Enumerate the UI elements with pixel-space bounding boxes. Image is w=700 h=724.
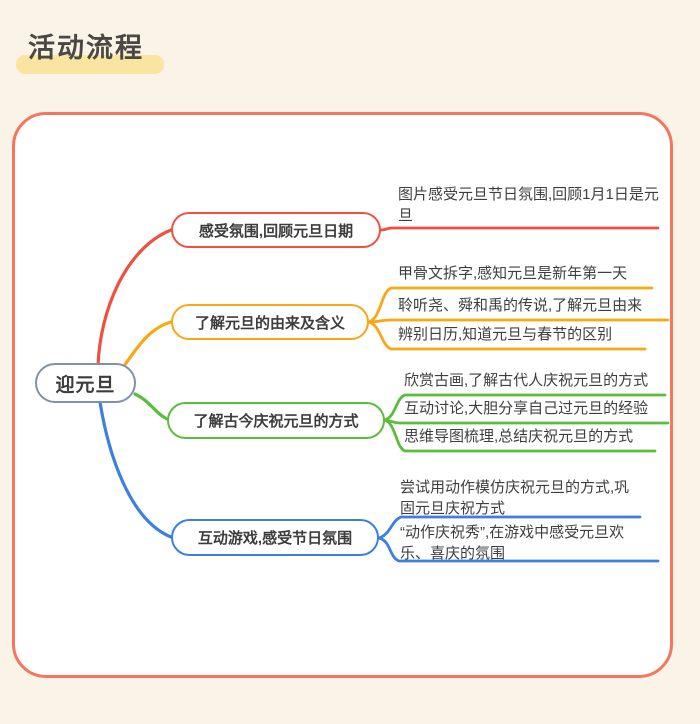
branch-node-1: 感受氛围,回顾元旦日期 [171,212,381,248]
edge-branch3-leaf2 [383,418,670,425]
branch-node-4-label: 互动游戏,感受节日氛围 [197,530,353,547]
page-title: 活动流程 [28,33,144,63]
root-node: 迎元旦 [35,363,136,403]
edge-branch2-leaf3 [367,320,647,351]
leaf-node: 互动讨论,大胆分享自己过元旦的经验 [404,400,649,417]
title-highlight-bar [16,55,164,74]
leaf-node: 辨别日历,知道元旦与春节的区别 [398,326,613,343]
edge-root-branch4 [98,400,173,539]
edge-root-branch2 [122,320,173,368]
edge-branch1-leaf1 [379,226,660,232]
leaf-node: 欣赏古画,了解古代人庆祝元旦的方式 [404,372,649,389]
edge-branch4-leaf2 [377,536,660,563]
page-title-block: 活动流程 [16,26,236,78]
edge-branch3-leaf3 [383,418,657,453]
leaf-node: 思维导图梳理,总结庆祝元旦的方式 [404,428,634,445]
leaf-node: 尝试用动作模仿庆祝元旦的方式,巩固元旦庆祝方式 [400,479,630,517]
branch-node-1-label: 感受氛围,回顾元旦日期 [198,222,354,240]
edge-branch2-leaf2 [367,318,670,324]
branch-node-2-label: 了解元旦的由来及含义 [194,314,345,332]
edge-root-branch3 [133,392,169,421]
branch-node-2: 了解元旦的由来及含义 [171,304,369,340]
edge-root-branch1 [96,228,173,368]
leaf-node: 聆听尧、舜和禹的传说,了解元旦由来 [398,297,643,314]
root-node-label: 迎元旦 [55,374,116,396]
branch-node-4: 互动游戏,感受节日氛围 [171,519,379,556]
branch-node-3-label: 了解古今庆祝元旦的方式 [193,413,359,430]
leaf-node: 甲骨文拆字,感知元旦是新年第一天 [398,265,628,282]
leaf-node: 图片感受元旦节日氛围,回顾1月1日是元旦 [398,186,659,224]
edge-branch2-leaf1 [367,286,654,324]
leaf-node: “动作庆祝秀”,在游戏中感受元旦欢乐、喜庆的氛围 [400,524,625,562]
edge-branch4-leaf1 [377,515,642,540]
branch-node-3: 了解古今庆祝元旦的方式 [167,402,385,439]
edge-branch3-leaf1 [383,393,667,422]
